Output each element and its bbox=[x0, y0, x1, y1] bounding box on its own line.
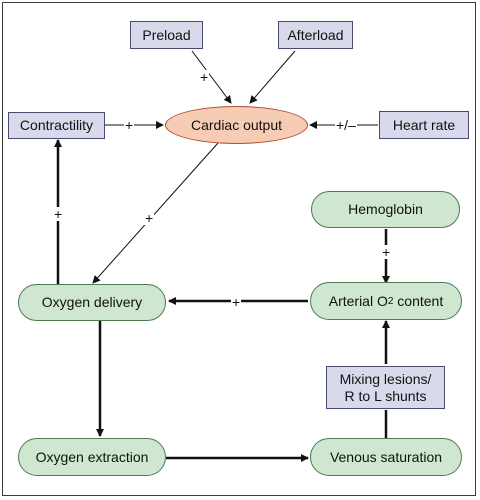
node-heart-rate: Heart rate bbox=[379, 111, 469, 139]
node-afterload: Afterload bbox=[278, 21, 353, 49]
arrow-cardiac-output-to-oxygen-delivery bbox=[92, 142, 219, 284]
node-venous-saturation: Venous saturation bbox=[310, 438, 462, 476]
diagram-frame bbox=[2, 2, 476, 496]
sign-co-to-delivery: + bbox=[144, 210, 155, 226]
node-cardiac-output: Cardiac output bbox=[165, 106, 308, 144]
sign-contractility-to-co: + bbox=[124, 117, 135, 133]
node-oxygen-delivery: Oxygen delivery bbox=[18, 284, 166, 321]
arterial-o2-subscript: 2 bbox=[387, 295, 394, 307]
mixing-lesions-line1: Mixing lesions/ bbox=[339, 370, 432, 387]
node-preload: Preload bbox=[130, 21, 203, 49]
node-oxygen-extraction: Oxygen extraction bbox=[18, 438, 166, 476]
sign-delivery-to-contractility: + bbox=[53, 206, 64, 222]
arterial-o2-suffix: content bbox=[393, 292, 444, 309]
arrow-preload-to-cardiac-output bbox=[191, 50, 232, 104]
node-mixing-lesions: Mixing lesions/ R to L shunts bbox=[326, 366, 445, 409]
arrow-afterload-to-cardiac-output bbox=[249, 50, 296, 104]
sign-hemoglobin-to-arterial: + bbox=[381, 244, 392, 260]
mixing-lesions-line2: R to L shunts bbox=[344, 387, 427, 404]
sign-arterial-to-delivery: + bbox=[231, 294, 242, 310]
node-hemoglobin: Hemoglobin bbox=[311, 191, 460, 228]
sign-preload-to-co: + bbox=[199, 69, 210, 85]
arterial-o2-prefix: Arterial O bbox=[328, 292, 388, 309]
sign-heart-rate-to-co: +/– bbox=[335, 117, 357, 133]
node-contractility: Contractility bbox=[8, 112, 105, 139]
